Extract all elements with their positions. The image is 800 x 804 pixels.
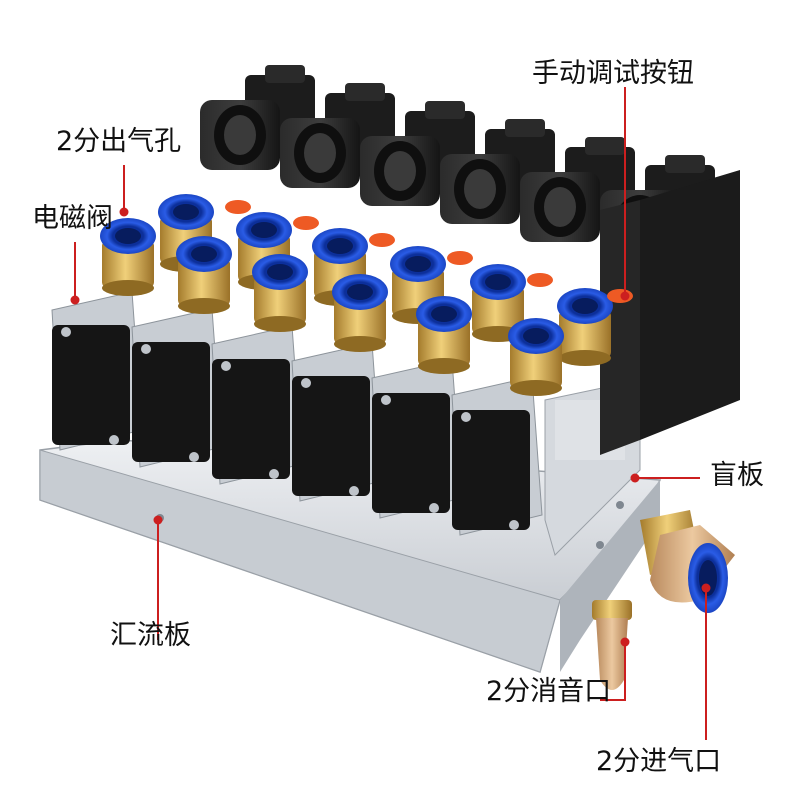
label-manifold: 汇流板 (110, 620, 191, 651)
push-in-fitting (332, 274, 388, 352)
leader-dot (119, 207, 129, 217)
push-in-fittings (100, 194, 613, 396)
label-inlet-port: 2分进气口 (596, 746, 722, 777)
push-in-fitting (508, 318, 564, 396)
label-solenoid-valve: 电磁阀 (32, 203, 113, 234)
label-outlet-port: 2分出气孔 (56, 126, 182, 157)
leader-dot (630, 473, 640, 483)
manual-button (369, 233, 395, 247)
leader-dot (620, 291, 630, 301)
inlet-fitting (688, 543, 728, 613)
valve-body (371, 359, 463, 519)
leader-line (600, 642, 626, 701)
valve-bodies (51, 291, 543, 536)
manual-button (293, 216, 319, 230)
valve-body (451, 376, 543, 536)
push-in-fitting (557, 288, 613, 366)
leader-dot (153, 515, 163, 525)
manual-button (225, 200, 251, 214)
push-in-fitting (416, 296, 472, 374)
leader-dot (70, 295, 80, 305)
label-blanking-plate: 盲板 (710, 460, 764, 491)
push-in-fitting (176, 236, 232, 314)
coil-box (600, 170, 740, 455)
valve-body (51, 291, 143, 451)
manual-button (527, 273, 553, 287)
valve-body (291, 342, 383, 502)
label-muffler-port: 2分消音口 (486, 676, 612, 707)
callout-leaders (70, 87, 711, 740)
leader-dot (701, 583, 711, 593)
valve-body (211, 325, 303, 485)
push-in-fitting (100, 218, 156, 296)
valve-body (131, 308, 223, 468)
manual-button (447, 251, 473, 265)
leader-dot (620, 637, 630, 647)
push-in-fitting (252, 254, 308, 332)
label-manual-button: 手动调试按钮 (532, 58, 694, 89)
